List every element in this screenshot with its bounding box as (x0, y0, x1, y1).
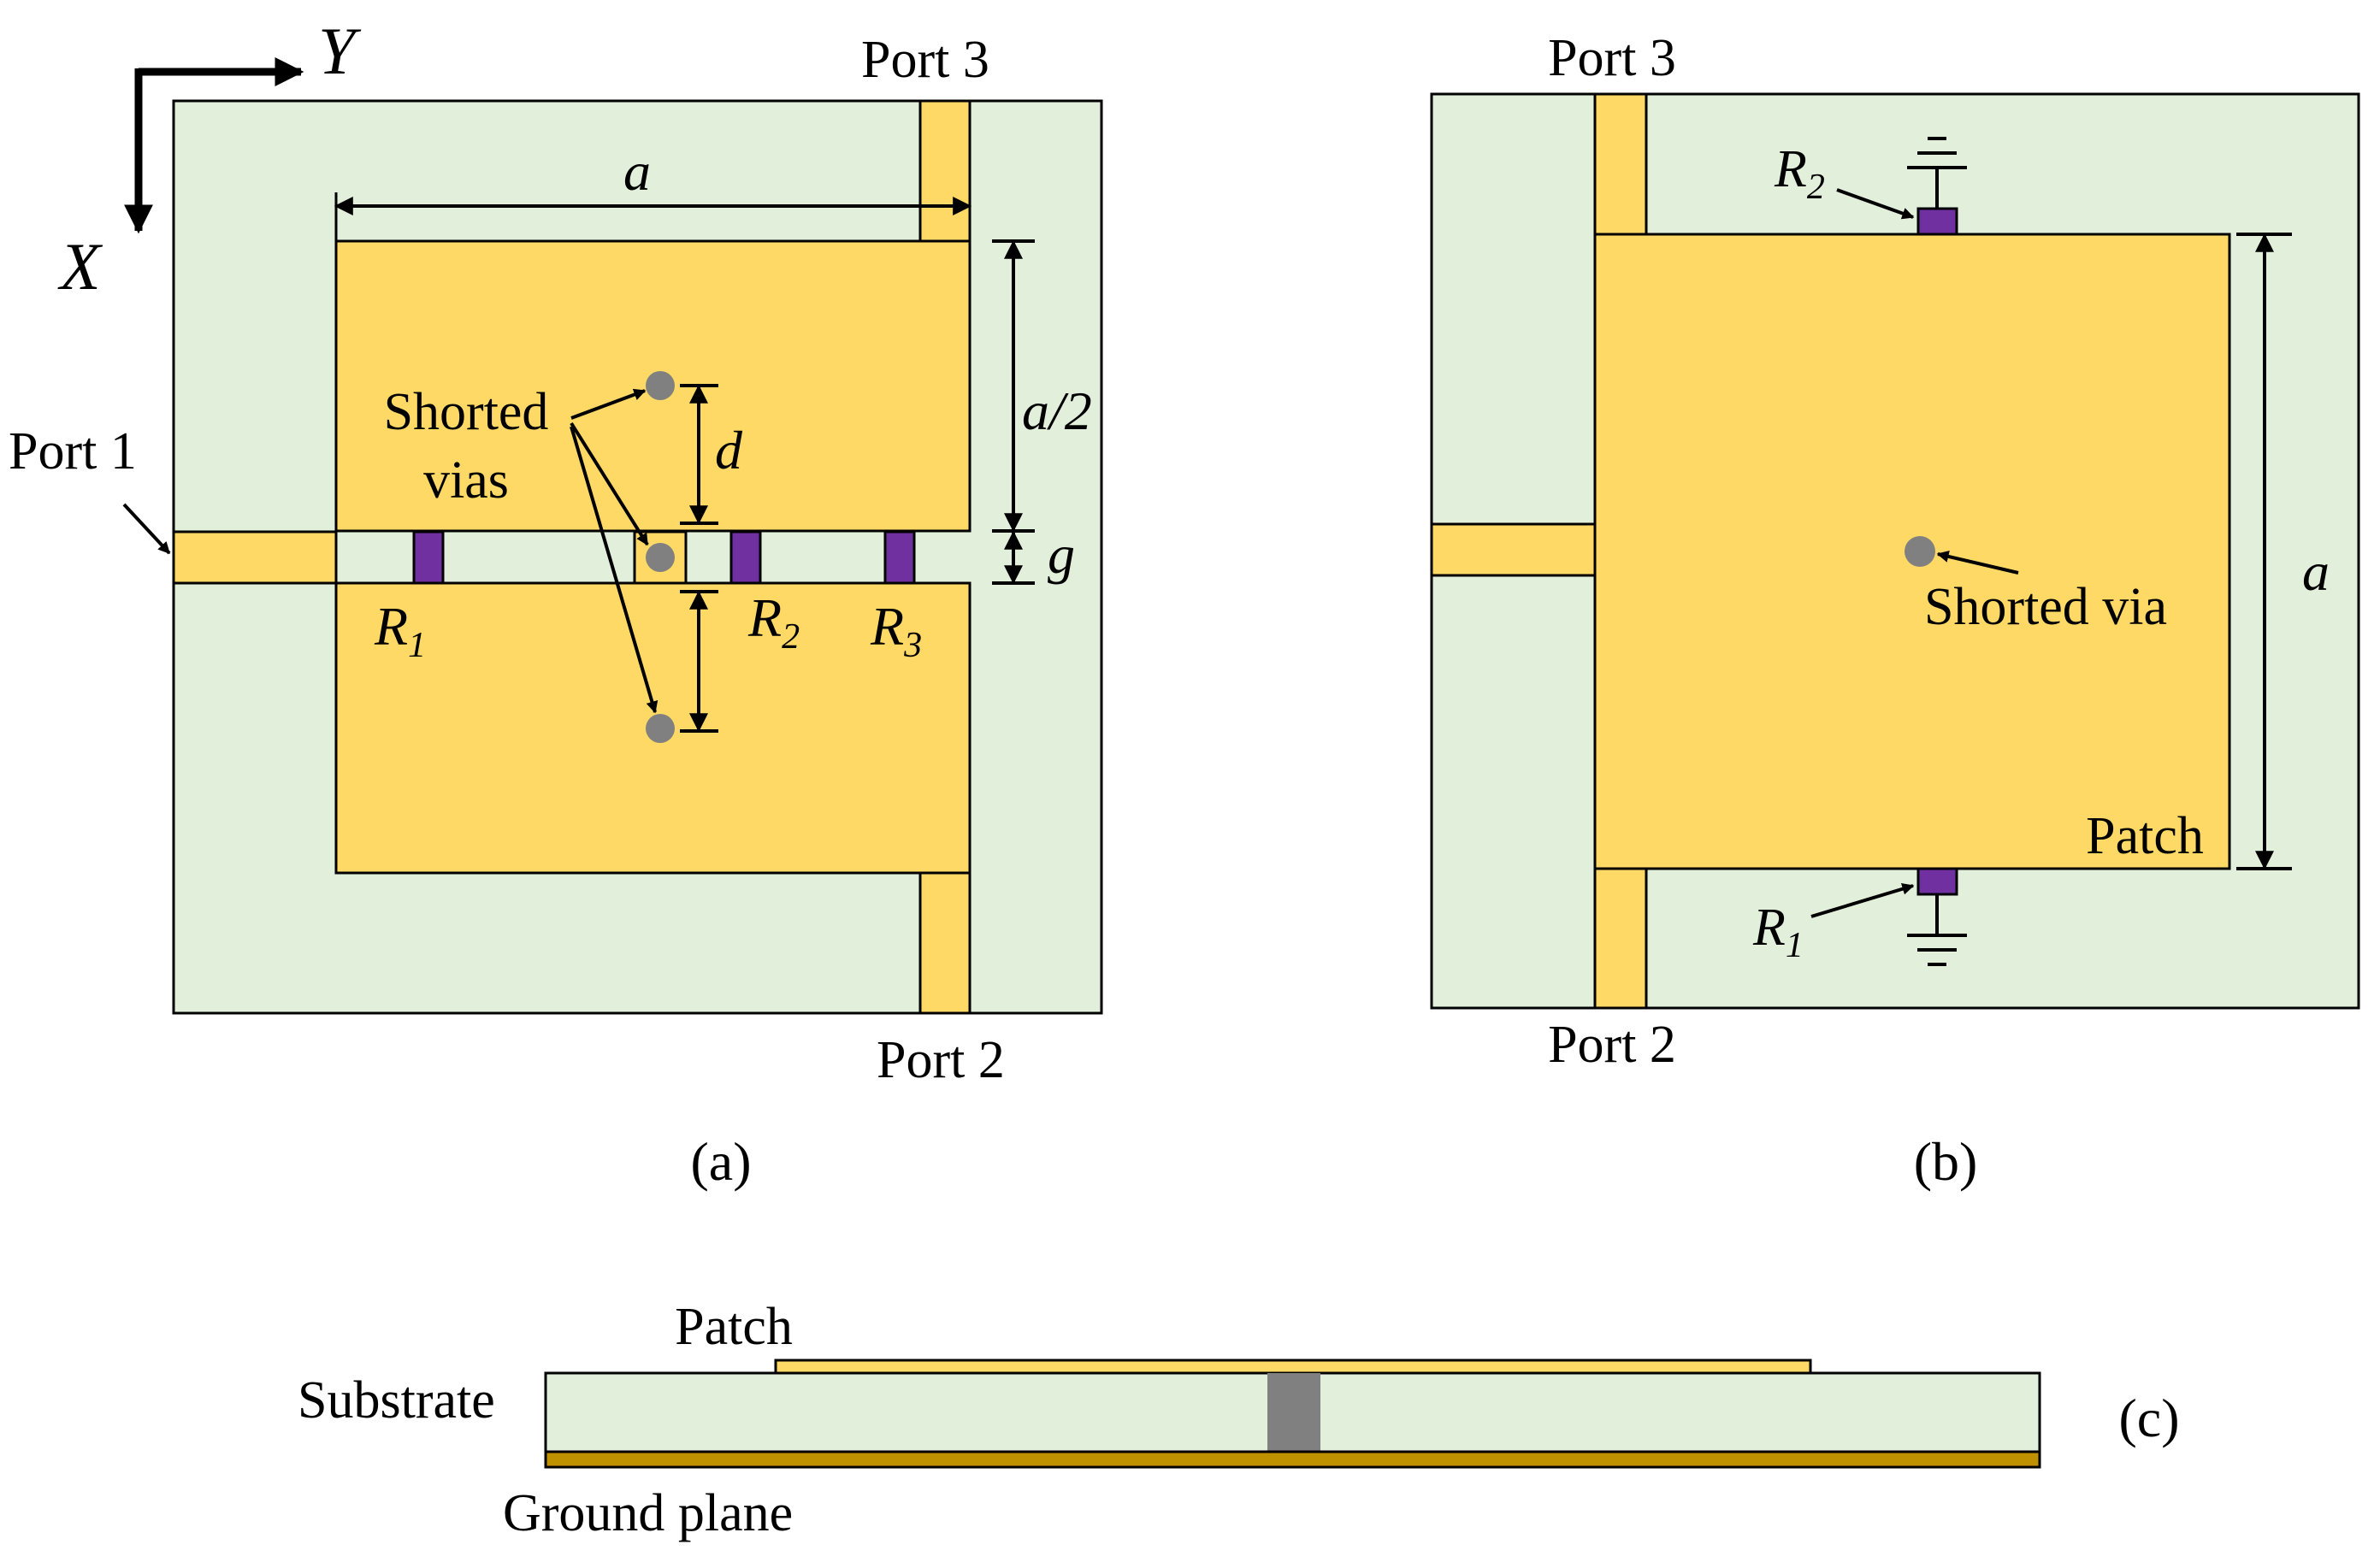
ground-plane-c (544, 1450, 2041, 1469)
resistor-r1-b (1916, 867, 1958, 896)
r3-label-a: R3 (870, 596, 922, 665)
port2-feedline (918, 871, 971, 1015)
via-bottom (646, 714, 675, 743)
via-arrow-b (1936, 551, 2019, 575)
y-axis-label: Y (318, 14, 362, 88)
r1-label-a: R1 (374, 596, 426, 665)
r1-label-b: R1 (1752, 899, 1804, 965)
caption-b: (b) (1914, 1131, 1978, 1192)
resistor-r1-a (412, 530, 445, 585)
substrate-label-c: Substrate (298, 1371, 495, 1429)
shorted-vias-label-line1: Shorted (384, 383, 549, 441)
port1-arrow (122, 503, 171, 555)
via-arrow-center (570, 421, 649, 546)
port1-feedline-b (1430, 522, 1597, 577)
shorted-vias-label-line2: vias (423, 451, 509, 510)
shorted-via-label: Shorted via (1924, 578, 2167, 636)
patch-label-c: Patch (675, 1298, 793, 1356)
resistor-r2-a (729, 530, 762, 585)
via-top (646, 371, 675, 400)
dim-a-label: a (623, 141, 651, 202)
port1-label: Port 1 (9, 422, 137, 480)
r2-label-a: R2 (747, 587, 800, 657)
r2-label-b: R2 (1774, 140, 1825, 207)
caption-a: (a) (690, 1131, 751, 1192)
via-center-b (1905, 536, 1935, 567)
caption-c: (c) (2118, 1388, 2179, 1448)
port3-label-a: Port 3 (861, 31, 989, 89)
dim-g-label: g (1048, 524, 1075, 585)
port2-feedline-b (1593, 867, 1648, 1010)
resistor-r2-b (1916, 207, 1958, 236)
port2-label-b: Port 2 (1548, 1016, 1676, 1074)
via-arrow-bottom (570, 426, 658, 714)
via-arrow-top (570, 388, 647, 420)
port3-feedline (918, 99, 971, 243)
dim-half-a-label: a/2 (1022, 380, 1092, 441)
patch-label-b: Patch (2086, 807, 2204, 865)
r2-arrow-b (1836, 188, 1915, 220)
ground-plane-label-c: Ground plane (503, 1484, 793, 1542)
port3-feedline-b (1593, 92, 1648, 236)
panel-b: Shorted via R2 R1 a Patch Port 3 Port 2 … (1430, 29, 2360, 1192)
via-center (646, 543, 675, 572)
r1-arrow-b (1810, 882, 1915, 918)
top-patch-c (774, 1359, 1812, 1375)
dim-a-label-b: a (2302, 541, 2330, 602)
resistor-r3-a (883, 530, 916, 585)
dim-d-label: d (715, 420, 743, 480)
port1-feedline (172, 530, 338, 585)
port2-label-a: Port 2 (877, 1031, 1005, 1089)
via-c (1267, 1373, 1320, 1452)
panel-a: Y X a a/2 g (9, 14, 1103, 1192)
panel-c: Patch Substrate Ground plane (c) (298, 1298, 2180, 1542)
port3-label-b: Port 3 (1548, 29, 1676, 87)
x-axis-label: X (57, 229, 103, 304)
